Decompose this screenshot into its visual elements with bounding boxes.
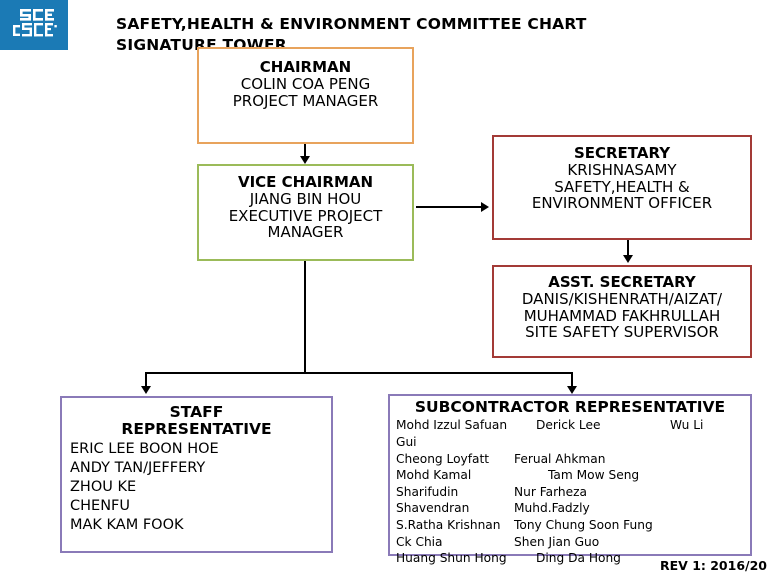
vice-chairman-box: VICE CHAIRMAN JIANG BIN HOU EXECUTIVE PR…	[197, 164, 414, 261]
list-item: MAK KAM FOOK	[70, 516, 184, 533]
table-row: Mohd Kamal Tam Mow Seng	[396, 467, 750, 484]
list-item: Huang Shun Hong	[396, 551, 507, 566]
chart-title-line-1: SAFETY,HEALTH & ENVIRONMENT COMMITTEE CH…	[116, 15, 587, 33]
list-item: Shen Jian Guo	[514, 534, 600, 549]
list-item: ANDY TAN/JEFFERY	[70, 459, 206, 476]
asst-secretary-names: DANIS/KISHENRATH/AIZAT/	[521, 289, 723, 308]
staff-representative-box: STAFF REPRESENTATIVE ERIC LEE BOON HOE A…	[60, 396, 333, 553]
vice-chairman-role-line-2: MANAGER	[267, 223, 344, 242]
list-item: S.Ratha Krishnan	[396, 517, 501, 532]
vice-chairman-name: JIANG BIN HOU	[249, 189, 362, 208]
chairman-heading: CHAIRMAN	[259, 58, 352, 76]
chairman-name: COLIN COA PENG	[240, 74, 371, 93]
cscec-logo-mark	[13, 9, 57, 37]
list-item: Gui	[396, 434, 417, 449]
connector-branch-left	[145, 372, 147, 388]
table-row: Gui	[396, 434, 750, 451]
vice-chairman-heading: VICE CHAIRMAN	[237, 173, 374, 191]
list-item	[632, 500, 750, 517]
chairman-role: PROJECT MANAGER	[232, 91, 379, 110]
list-item: Mohd Izzul Safuan	[396, 418, 508, 433]
subcontractor-representative-box: SUBCONTRACTOR REPRESENTATIVE Mohd Izzul …	[388, 394, 752, 565]
cscec-logo	[0, 0, 68, 50]
arrow-chairman-to-vice-chairman	[300, 156, 310, 164]
chairman-box: CHAIRMAN COLIN COA PENG PROJECT MANAGER	[197, 47, 414, 144]
list-item: Wu Li	[670, 418, 704, 433]
secretary-box: SECRETARY KRISHNASAMY SAFETY,HEALTH & EN…	[492, 135, 752, 240]
arrow-vice-chairman-to-secretary	[481, 202, 489, 212]
list-item: ERIC LEE BOON HOE	[70, 440, 219, 457]
list-item: Ding Da Hong	[536, 551, 621, 566]
connector-vice-chairman-stem	[304, 261, 306, 373]
list-item	[632, 534, 750, 551]
asst-secretary-role: SITE SAFETY SUPERVISOR	[525, 323, 719, 342]
list-item: Cheong Loyfatt	[396, 451, 490, 466]
asst-secretary-box: ASST. SECRETARY DANIS/KISHENRATH/AIZAT/ …	[492, 265, 752, 358]
revision-note: REV 1: 2016/2017	[660, 558, 768, 573]
list-item: Ck Chia	[396, 534, 443, 549]
table-row: Shavendran Muhd.Fadzly	[396, 500, 750, 517]
list-item: Tam Mow Seng	[548, 468, 640, 483]
subcontractor-representative-name-list: Mohd Izzul Safuan Derick Lee Wu Li Gui C…	[390, 417, 750, 566]
vice-chairman-role-line-1: EXECUTIVE PROJECT	[228, 206, 383, 225]
connector-branch-right	[571, 372, 573, 388]
table-row: Mohd Izzul Safuan Derick Lee Wu Li	[396, 417, 750, 434]
arrow-to-subcontractor-representative	[567, 386, 577, 394]
secretary-heading: SECRETARY	[573, 144, 671, 162]
table-row: Cheong Loyfatt Ferual Ahkman	[396, 451, 750, 468]
asst-secretary-heading: ASST. SECRETARY	[548, 273, 696, 291]
list-item: Derick Lee	[536, 418, 601, 433]
list-item	[632, 467, 750, 484]
list-item: Muhd.Fadzly	[514, 501, 590, 516]
connector-chairman-to-vice-chairman	[304, 144, 306, 158]
list-item: Nur Farheza	[514, 484, 587, 499]
list-item: Shavendran	[396, 501, 470, 516]
list-item	[632, 451, 750, 468]
list-item: Mohd Kamal	[396, 468, 472, 483]
connector-vice-chairman-to-secretary	[416, 206, 482, 208]
table-row: S.Ratha Krishnan Tony Chung Soon Fung	[396, 517, 750, 534]
arrow-to-staff-representative	[141, 386, 151, 394]
secretary-role-line-2: ENVIRONMENT OFFICER	[531, 194, 713, 213]
asst-secretary-names-2: MUHAMMAD FAKHRULLAH	[523, 306, 721, 325]
staff-representative-name-list: ERIC LEE BOON HOE ANDY TAN/JEFFERY ZHOU …	[62, 440, 331, 535]
list-item	[653, 517, 750, 534]
table-row: Huang Shun Hong Ding Da Hong	[396, 550, 750, 567]
list-item: Tony Chung Soon Fung	[514, 517, 653, 532]
list-item: Ferual Ahkman	[514, 451, 606, 466]
secretary-name: KRISHNASAMY	[567, 160, 677, 179]
list-item	[514, 434, 632, 451]
staff-representative-heading-line-2: REPRESENTATIVE	[121, 420, 272, 439]
table-row: Sharifudin Nur Farheza	[396, 484, 750, 501]
connector-secretary-to-asst-secretary	[627, 240, 629, 256]
list-item	[632, 434, 750, 451]
list-item: ZHOU KE	[70, 478, 137, 495]
subcontractor-representative-heading: SUBCONTRACTOR REPRESENTATIVE	[414, 398, 726, 416]
table-row: Ck Chia Shen Jian Guo	[396, 534, 750, 551]
list-item: Sharifudin	[396, 484, 459, 499]
secretary-role-line-1: SAFETY,HEALTH &	[554, 177, 690, 196]
staff-representative-heading-line-1: STAFF	[169, 403, 224, 421]
list-item: CHENFU	[70, 497, 130, 514]
arrow-secretary-to-asst-secretary	[623, 255, 633, 263]
list-item	[632, 484, 750, 501]
connector-branch-horizontal	[145, 372, 573, 374]
